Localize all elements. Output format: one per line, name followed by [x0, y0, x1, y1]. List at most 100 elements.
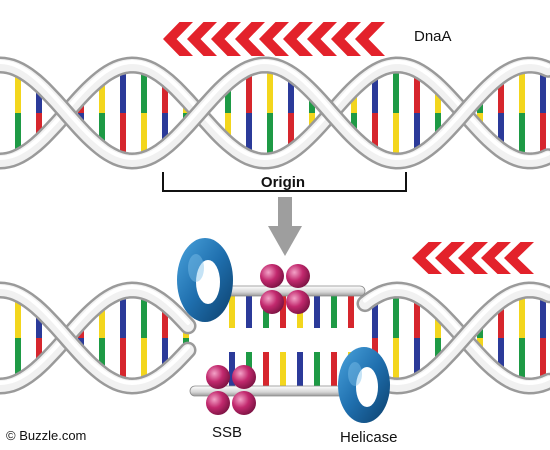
- base-pair-top: [498, 304, 504, 338]
- base-pair-top: [372, 75, 378, 113]
- upper-strand-base: [229, 296, 235, 328]
- base-pair-top: [309, 95, 315, 113]
- base-pair-bottom: [99, 338, 105, 370]
- strand-body: [0, 284, 194, 393]
- base-pair-bottom: [15, 338, 21, 378]
- small-chevron: [481, 242, 511, 274]
- small-red-arrow-chevrons: [412, 242, 534, 274]
- helicase-ring-upper: [177, 238, 233, 322]
- ssb-label: SSB: [212, 424, 243, 441]
- lower-strand-base: [280, 352, 286, 386]
- dnaa-chevron: [355, 22, 385, 56]
- dnaa-chevron: [211, 22, 241, 56]
- base-pair-top: [351, 92, 357, 113]
- base-pair-top: [141, 295, 147, 338]
- base-pair-bottom: [141, 113, 147, 156]
- base-pair-top: [393, 69, 399, 113]
- base-pair-top: [36, 313, 42, 338]
- small-chevron: [412, 242, 442, 274]
- base-pair-bottom: [36, 113, 42, 138]
- base-pair-bottom: [162, 338, 168, 369]
- ssb-protein-cluster-upper: [260, 264, 310, 314]
- base-pair-top: [225, 86, 231, 113]
- base-pair-top: [414, 74, 420, 113]
- helicase-label: Helicase: [340, 429, 398, 446]
- base-pair-bottom: [267, 113, 273, 157]
- strand-highlight: [0, 285, 190, 386]
- base-pair-top: [36, 88, 42, 113]
- base-pair-bottom: [288, 113, 294, 149]
- base-pair-bottom: [498, 338, 504, 372]
- base-pair-top: [162, 82, 168, 113]
- dnaa-label: DnaA: [414, 28, 452, 45]
- base-pair-bottom: [120, 113, 126, 156]
- base-pair-top: [99, 306, 105, 338]
- bottom-backbone-strands: [0, 281, 550, 395]
- strand-highlight: [0, 284, 190, 385]
- upper-strand-base: [348, 296, 354, 328]
- base-pair-bottom: [414, 113, 420, 152]
- base-pair-bottom: [540, 338, 546, 380]
- base-pair-bottom: [372, 113, 378, 151]
- base-pair-top: [120, 295, 126, 338]
- base-pair-bottom: [141, 338, 147, 381]
- base-pair-top: [540, 296, 546, 338]
- base-pair-bottom: [393, 113, 399, 157]
- strand-highlight: [363, 284, 550, 386]
- base-pair-top: [246, 72, 252, 113]
- top-dna-helix: [0, 56, 550, 170]
- lower-strand-base: [263, 352, 269, 386]
- base-pair-top: [141, 70, 147, 113]
- dnaa-chevron: [163, 22, 193, 56]
- base-pair-bottom: [519, 338, 525, 382]
- strand-body: [0, 58, 550, 168]
- base-pair-top: [414, 299, 420, 338]
- lower-strand-base: [314, 352, 320, 386]
- bottom-dna-replication-fork: [0, 281, 550, 397]
- origin-label: Origin: [260, 174, 306, 191]
- base-pair-top: [540, 71, 546, 113]
- dnaa-chevron: [307, 22, 337, 56]
- base-pair-top: [288, 77, 294, 113]
- upper-strand-base: [314, 296, 320, 328]
- lower-strand-base: [229, 352, 235, 386]
- process-arrow-down: [268, 197, 302, 256]
- top-backbone-strands: [0, 56, 550, 170]
- base-pair-top: [162, 307, 168, 338]
- base-pair-bottom: [225, 113, 231, 140]
- small-chevron: [435, 242, 465, 274]
- base-pair-bottom: [162, 113, 168, 144]
- small-chevron: [504, 242, 534, 274]
- strand-highlight: [0, 59, 550, 161]
- base-pair-top: [120, 70, 126, 113]
- dnaa-arrow-chevrons: [163, 22, 385, 56]
- lower-strand-base: [297, 352, 303, 386]
- base-pair-top: [498, 79, 504, 113]
- dnaa-chevron: [259, 22, 289, 56]
- base-pair-bottom: [309, 113, 315, 131]
- strand-highlight: [0, 59, 550, 161]
- base-pair-bottom: [120, 338, 126, 381]
- base-pair-top: [99, 81, 105, 113]
- base-pair-top: [393, 294, 399, 338]
- base-pair-top: [267, 69, 273, 113]
- strand-body: [0, 283, 194, 392]
- ssb-protein-cluster-lower: [206, 365, 256, 415]
- base-pair-top: [519, 69, 525, 113]
- dnaa-chevron: [283, 22, 313, 56]
- strand-highlight: [363, 284, 550, 386]
- base-pair-bottom: [498, 113, 504, 147]
- origin-bracket: [162, 172, 407, 192]
- base-pair-bottom: [414, 338, 420, 377]
- lower-strand-base: [331, 352, 337, 386]
- base-pair-bottom: [246, 113, 252, 154]
- base-pair-bottom: [540, 113, 546, 155]
- base-pair-bottom: [393, 338, 399, 382]
- base-pair-bottom: [351, 113, 357, 134]
- base-pair-top: [435, 314, 441, 338]
- base-pair-bottom: [99, 113, 105, 145]
- base-pair-bottom: [519, 113, 525, 157]
- base-pair-top: [372, 300, 378, 338]
